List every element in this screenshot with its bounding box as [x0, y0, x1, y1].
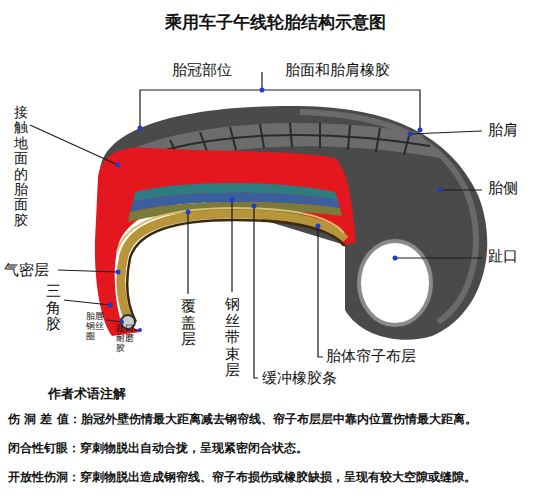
part-label: 胎面和胎肩橡胶: [285, 62, 390, 79]
part-label: 胎体帘子布层: [326, 348, 416, 365]
part-label: 胎侧: [488, 180, 518, 197]
part-label: 趾口耐磨胶: [116, 324, 134, 354]
note-text: 伤 洞 差 值：: [8, 413, 81, 427]
note-text: 闭合性钉眼：: [8, 442, 80, 456]
note-text: 开放性伤洞：: [8, 471, 80, 485]
part-label: 三角胶: [46, 283, 61, 333]
note-text: 穿刺物脱出自动合拢，呈现紧密闭合状态。: [80, 442, 308, 456]
part-label: 缓冲橡胶条: [262, 370, 337, 387]
part-label: 胎唇钢丝圈: [86, 312, 104, 342]
note-text: 作者术语注解: [48, 387, 126, 402]
part-label: 覆盖层: [181, 298, 196, 348]
part-label: 接触地面的胎面胶: [14, 105, 28, 228]
part-label: 钢丝带束层: [225, 296, 240, 379]
note-text: 胎冠外壁伤情最大距离减去钢帘线、帘子布层层中靠内位置伤情最大距离。: [81, 413, 477, 427]
part-label: 胎肩: [488, 122, 518, 139]
part-label: 气密层: [4, 262, 49, 279]
note-text: 穿刺物脱出造成钢帘线、帘子布损伤或橡胶缺损，呈现有较大空隙或缝隙。: [80, 471, 476, 485]
part-label: 趾口: [488, 248, 518, 265]
diagram-title: 乘用车子午线轮胎结构示意图: [0, 11, 550, 34]
part-label: 胎冠部位: [172, 62, 232, 79]
